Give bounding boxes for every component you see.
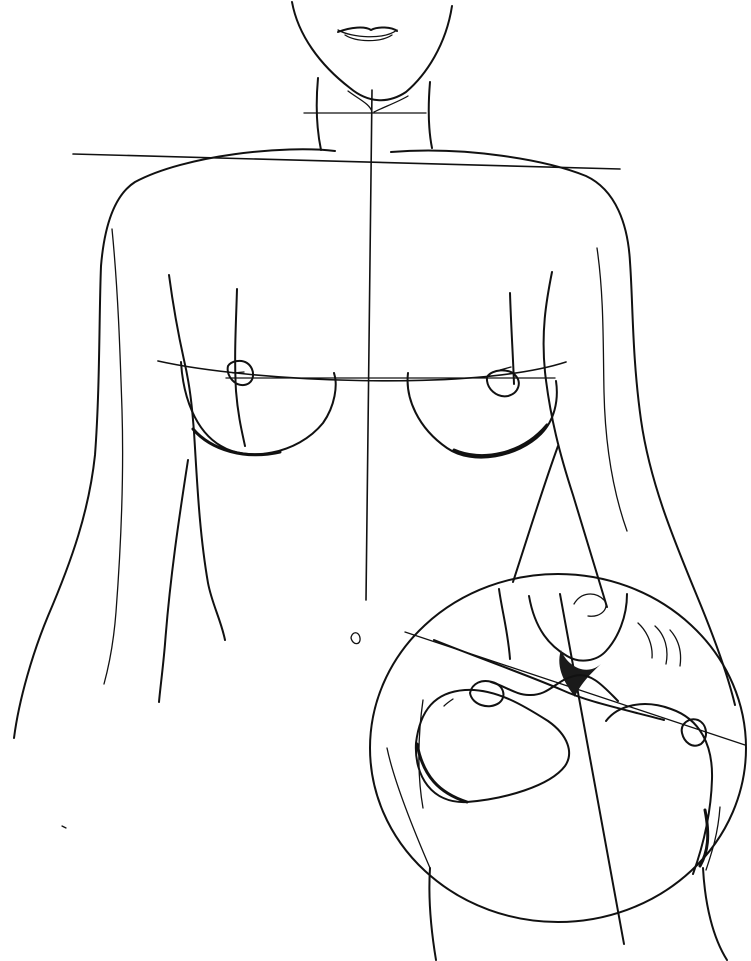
neck xyxy=(304,78,432,150)
detail-inset xyxy=(370,574,746,960)
misc-marks xyxy=(62,633,360,828)
guides xyxy=(73,90,620,600)
head xyxy=(292,2,452,100)
torso xyxy=(14,149,735,738)
